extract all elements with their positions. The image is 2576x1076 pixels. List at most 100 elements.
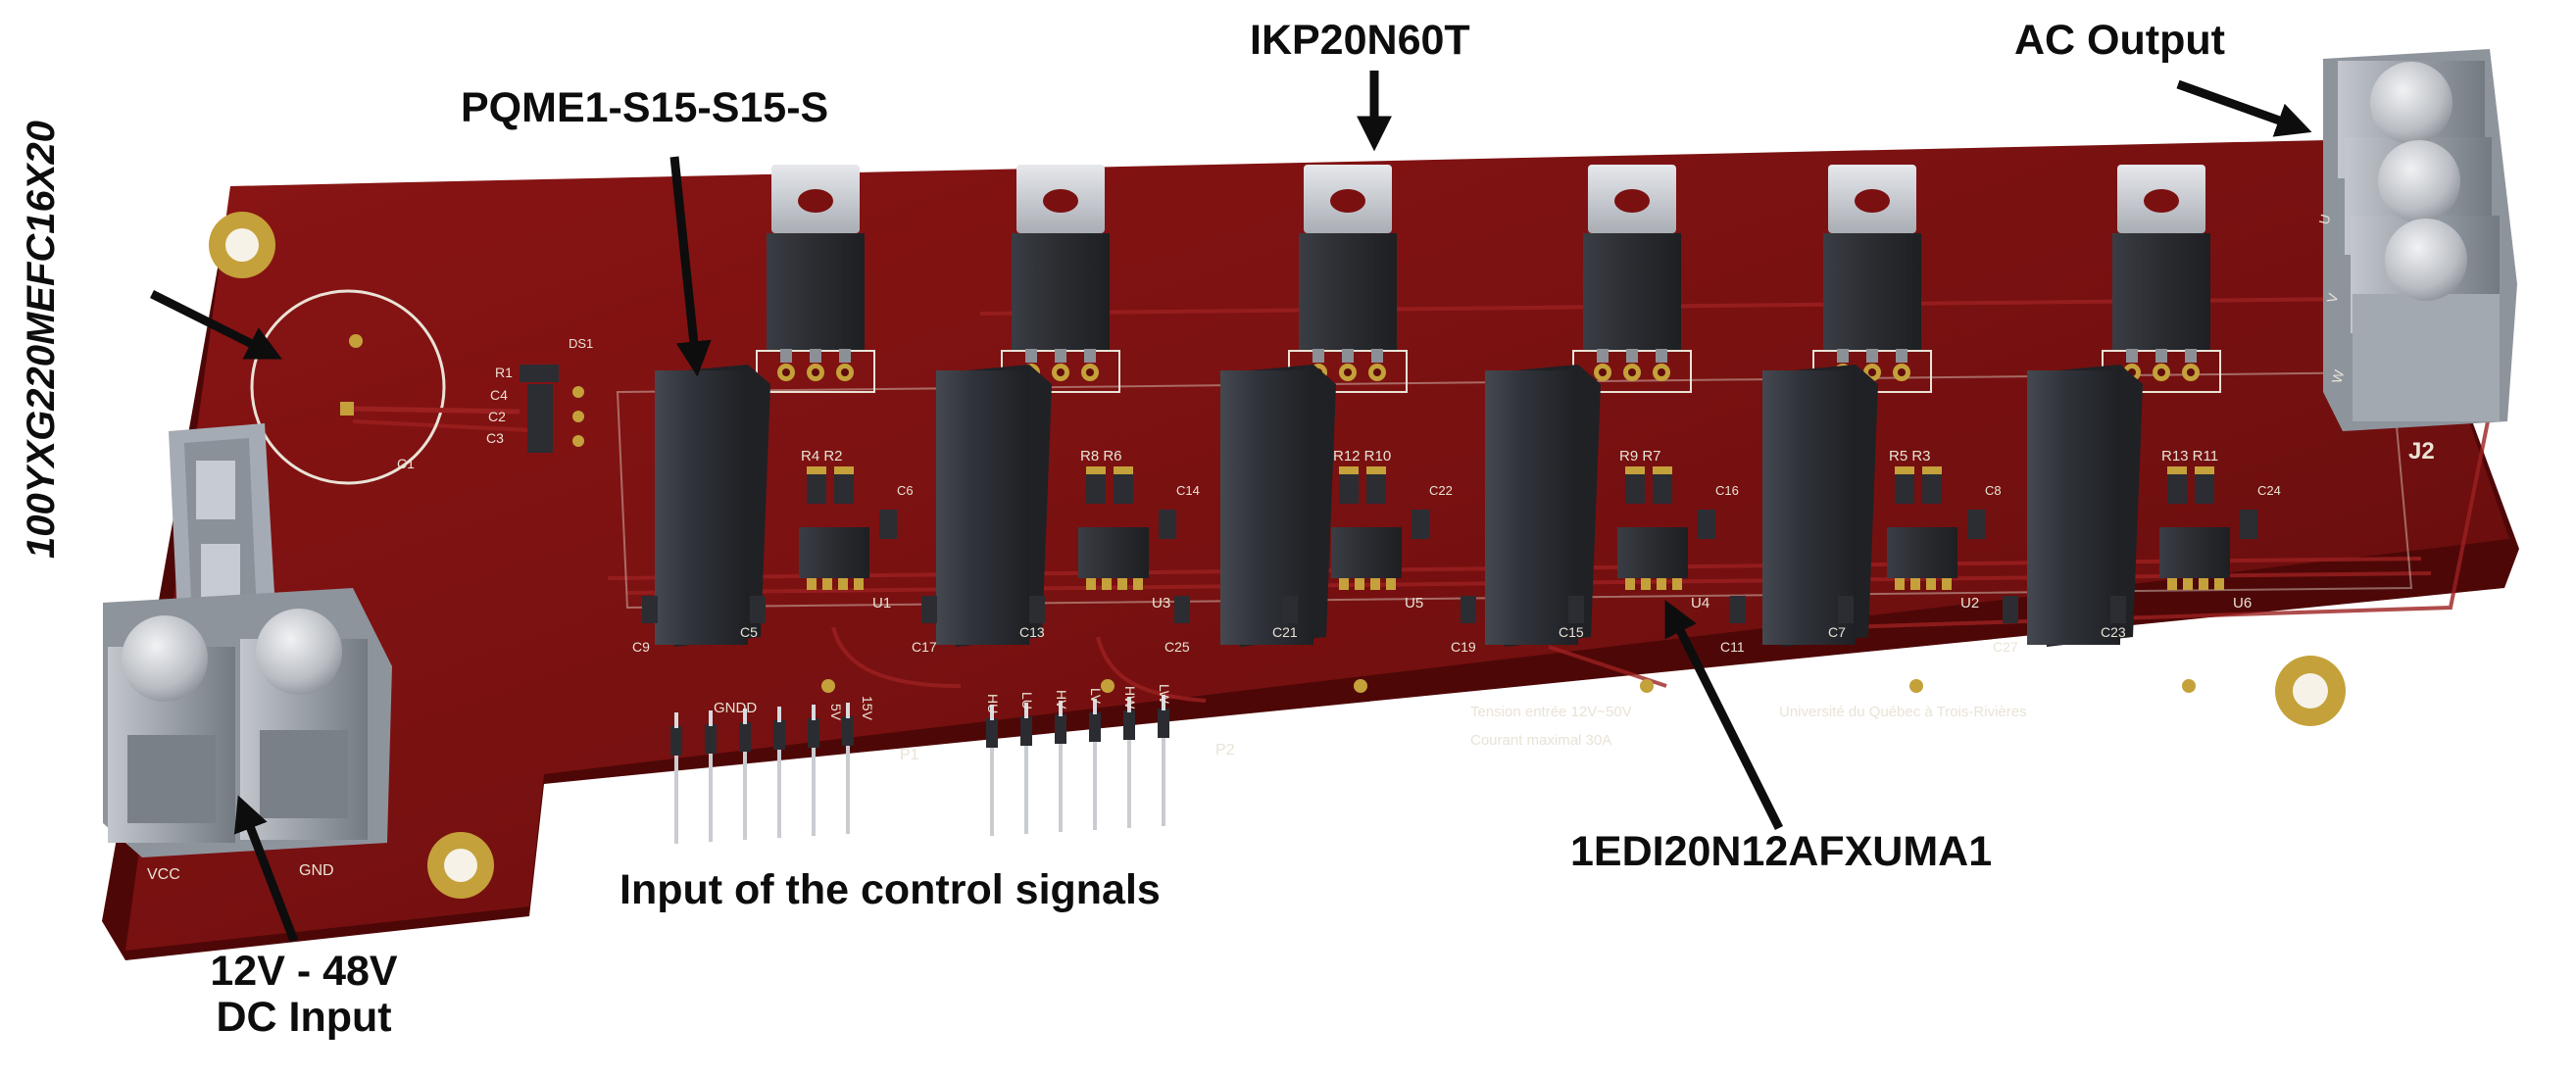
silk-cap-side: C24 [2257,483,2281,498]
resistor-pair-icon [1625,466,1672,504]
silk-cap-side: C16 [1715,483,1739,498]
silk-out-u: U [2315,213,2333,226]
silk-cap-side: C6 [897,483,914,498]
igbt-to220-icon [2102,165,2221,393]
arrow-icon [233,795,299,943]
dcdc-module-icon [2027,365,2143,647]
silk-cap-bottom: C25 [1164,639,1190,655]
resistor-pair-icon [2167,466,2214,504]
igbt-to220-icon [756,165,875,393]
arrow-icon [1664,600,1784,831]
dcdc-module-icon [655,365,770,647]
via-pad-icon [821,679,835,693]
silk-c4: C4 [490,387,508,403]
silk-driver-label: U3 [1152,595,1170,611]
silk-c2: C2 [488,409,506,424]
silk-cap-side: C22 [1429,483,1453,498]
capacitor-smd-icon [1159,510,1176,539]
silk-j2: J2 [2408,438,2435,465]
label-igbt-part: IKP20N60T [1250,17,1470,64]
capacitor-smd-icon [1461,596,1476,623]
silk-tension: Tension entrée 12V~50V [1470,704,1632,720]
silk-cap-bottom: C9 [632,639,650,655]
dcdc-module-icon [1485,365,1601,647]
capacitor-smd-icon [2003,596,2018,623]
resistor-pair-icon [1895,466,1942,504]
dcdc-module-icon [936,365,1052,647]
silk-driver-label: U6 [2233,595,2252,611]
via-pad-icon [2182,679,2196,693]
via-pad-icon [1640,679,1654,693]
silk-cap-bottom: C5 [740,624,758,640]
silk-out-w: W [2328,367,2347,385]
via-pad-icon [1354,679,1367,693]
silk-cap-bottom: C15 [1559,624,1584,640]
silk-resistor-pair: R8 R6 [1080,448,1122,465]
silk-cap-bottom: C7 [1828,624,1846,640]
silk-driver-label: U1 [872,595,891,611]
igbt-to220-icon [1812,165,1932,393]
label-driver-part: 1EDI20N12AFXUMA1 [1570,828,1993,875]
silk-cap-bottom: C13 [1019,624,1045,640]
silk-r1: R1 [495,365,513,380]
igbt-to220-icon [1572,165,1692,393]
silk-p2-lw: LW [1157,684,1172,705]
capacitor-smd-icon [1029,596,1045,623]
capacitor-smd-icon [1568,596,1584,623]
silk-cap-bottom: C21 [1272,624,1298,640]
silk-p1-5v: 5V [828,704,844,721]
dcdc-module-icon [1220,365,1336,647]
silk-c1: C1 [397,456,415,471]
capacitor-smd-icon [921,596,937,623]
silk-p2-lv: LV [1088,688,1104,705]
capacitor-smd-icon [2240,510,2257,539]
capacitor-smd-icon [1174,596,1190,623]
arrow-icon [149,289,282,360]
silk-cap-bottom: C19 [1451,639,1476,655]
silk-p1-15v: 15V [860,696,875,721]
arrow-icon [669,156,712,377]
capacitor-smd-icon [1282,596,1298,623]
silk-cap-bottom: C23 [2101,624,2126,640]
silk-p2: P2 [1215,742,1235,758]
pin-header-group [670,695,1169,844]
igbt-row [756,165,2221,393]
resistor-pair-icon [807,466,854,504]
silk-resistor-pair: R4 R2 [801,448,843,465]
silk-p1-gndd: GNDD [714,700,757,716]
label-dc-input-type: DC Input [216,994,392,1042]
gate-driver-ic-icon [1617,527,1688,590]
silk-courant: Courant maximal 30A [1470,732,1611,749]
igbt-to220-icon [1288,165,1408,393]
gate-driver-ic-icon [799,527,869,590]
silk-universite: Université du Québec à Trois-Rivières [1779,704,2027,720]
label-dc-input-voltage: 12V - 48V [210,948,398,995]
electrolytic-capacitor-footprint-icon [250,289,520,485]
dcdc-module-icon [1762,365,1878,647]
silk-c3: C3 [486,430,504,446]
silk-p2-hu: HU [985,694,1001,713]
capacitor-smd-icon [1412,510,1429,539]
label-control-input: Input of the control signals [619,866,1161,913]
silk-gnd: GND [299,862,334,879]
silk-ds1: DS1 [569,336,593,351]
capacitor-smd-icon [2110,596,2126,623]
dcdc-module-row [655,365,2143,647]
silk-p2-lu: LU [1019,692,1035,709]
capacitor-smd-icon [750,596,766,623]
gate-driver-ic-icon [1078,527,1149,590]
silk-driver-label: U4 [1691,595,1709,611]
label-capacitor-part: 100YXG220MEFC16X20 [20,121,63,559]
silk-resistor-pair: R9 R7 [1619,448,1661,465]
silk-cap-bottom: C17 [912,639,937,655]
capacitor-smd-icon [1698,510,1715,539]
capacitor-smd-icon [1967,510,1985,539]
screw-terminal-icon [2323,49,2517,431]
gate-driver-ic-icon [1331,527,1402,590]
igbt-to220-icon [1001,165,1120,393]
silk-cap-bottom: C11 [1720,639,1745,655]
via-pad-icon [1909,679,1923,693]
